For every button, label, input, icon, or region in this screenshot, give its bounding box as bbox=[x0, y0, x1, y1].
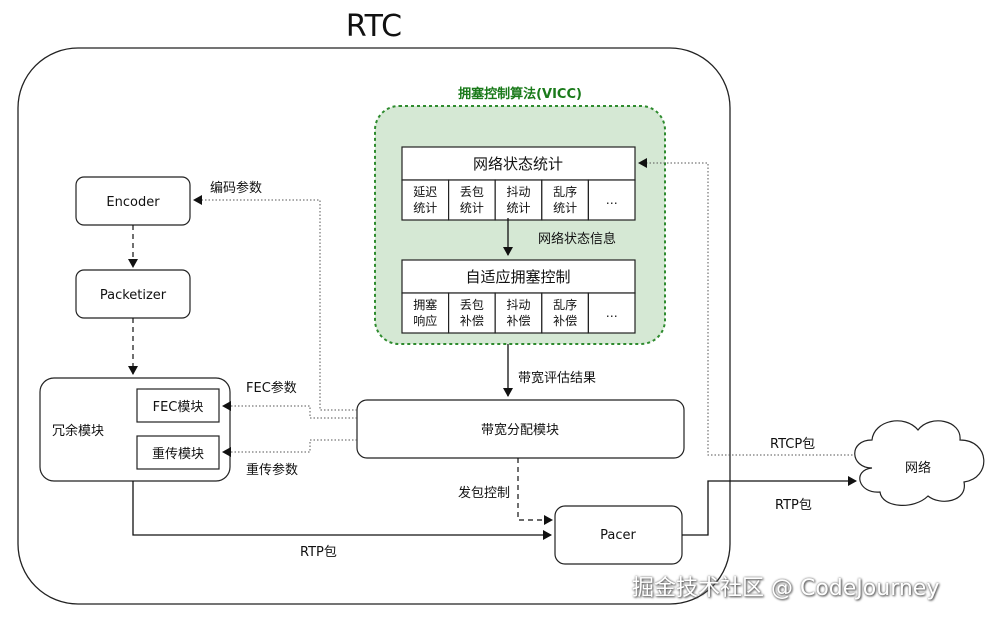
adaptive-cell-text: 抖动 bbox=[506, 298, 530, 312]
net_stats-cell-text: 统计 bbox=[460, 201, 484, 215]
rtp-to-pacer-arrow bbox=[132, 481, 552, 540]
net-state-info-label: 网络状态信息 bbox=[538, 231, 616, 247]
rtp-right-label: RTP包 bbox=[775, 498, 812, 513]
adaptive-cell bbox=[494, 292, 543, 334]
send-ctrl-label: 发包控制 bbox=[458, 485, 510, 501]
adaptive-cell-text: 补偿 bbox=[460, 313, 484, 328]
vicc-title: 拥塞控制算法(VICC) bbox=[458, 86, 582, 102]
encode-params-arrow bbox=[193, 195, 357, 411]
adaptive-cell-text: … bbox=[606, 306, 618, 320]
net_stats-cell-text: 统计 bbox=[506, 201, 530, 215]
network-cloud bbox=[854, 420, 985, 506]
packetizer-label: Packetizer bbox=[100, 288, 167, 303]
fec-params-arrow bbox=[222, 401, 357, 419]
rtp-to-network-arrow bbox=[682, 476, 857, 536]
fec-module-label: FEC模块 bbox=[153, 400, 204, 415]
bw-result-label: 带宽评估结果 bbox=[518, 370, 596, 386]
encoder-label: Encoder bbox=[106, 195, 160, 210]
rtp-bottom-label: RTP包 bbox=[300, 545, 337, 560]
net_stats-cell-text: … bbox=[606, 193, 618, 207]
redundancy-label: 冗余模块 bbox=[52, 423, 104, 439]
retrans-module-label: 重传模块 bbox=[152, 446, 204, 462]
adaptive-cell-text: 拥塞 bbox=[413, 297, 437, 312]
net_stats-cell-text: 乱序 bbox=[553, 184, 577, 199]
net_stats-cell-text: 统计 bbox=[413, 201, 437, 215]
net-stats-title: 网络状态统计 bbox=[473, 155, 563, 173]
adaptive-table: 自适应拥塞控制 拥塞响应丢包补偿抖动补偿乱序补偿… bbox=[401, 259, 636, 334]
adaptive-cell-text: 响应 bbox=[413, 313, 437, 328]
adaptive-cell-text: 乱序 bbox=[553, 297, 577, 312]
bw-alloc-box bbox=[356, 399, 685, 459]
adaptive-title: 自适应拥塞控制 bbox=[465, 268, 570, 286]
encode-params-label: 编码参数 bbox=[210, 180, 262, 196]
retrans-params-arrow bbox=[222, 439, 357, 457]
net_stats-cell bbox=[401, 179, 450, 221]
adaptive-cell bbox=[587, 292, 636, 334]
rtc-title: RTC bbox=[346, 9, 402, 44]
adaptive-cell bbox=[541, 292, 589, 334]
adaptive-cell-text: 补偿 bbox=[506, 313, 530, 328]
rtcp-arrow bbox=[638, 158, 870, 456]
watermark: 掘金技术社区 @ CodeJourney bbox=[632, 576, 940, 601]
adaptive-cell-text: 补偿 bbox=[553, 313, 577, 328]
net_stats-cell-text: 抖动 bbox=[506, 185, 530, 199]
net_stats-cell-text: 统计 bbox=[553, 201, 577, 215]
adaptive-cell-text: 丢包 bbox=[460, 298, 484, 312]
retrans-module-box bbox=[136, 435, 220, 470]
retrans-params-label: 重传参数 bbox=[246, 462, 298, 478]
network-label: 网络 bbox=[905, 460, 931, 476]
net_stats-cell bbox=[587, 179, 636, 221]
bw-alloc-label: 带宽分配模块 bbox=[481, 422, 559, 438]
fec-module-box bbox=[136, 388, 220, 423]
send-ctrl-arrow bbox=[517, 458, 553, 525]
fec-params-label: FEC参数 bbox=[246, 380, 297, 396]
net_stats-cell bbox=[448, 179, 496, 221]
net_stats-cell-text: 延迟 bbox=[413, 185, 437, 199]
adaptive-cell bbox=[401, 292, 450, 334]
rtcp-label: RTCP包 bbox=[770, 437, 815, 452]
net_stats-cell-text: 丢包 bbox=[460, 185, 484, 199]
pacer-label: Pacer bbox=[600, 528, 636, 543]
rtc-container bbox=[17, 47, 731, 605]
